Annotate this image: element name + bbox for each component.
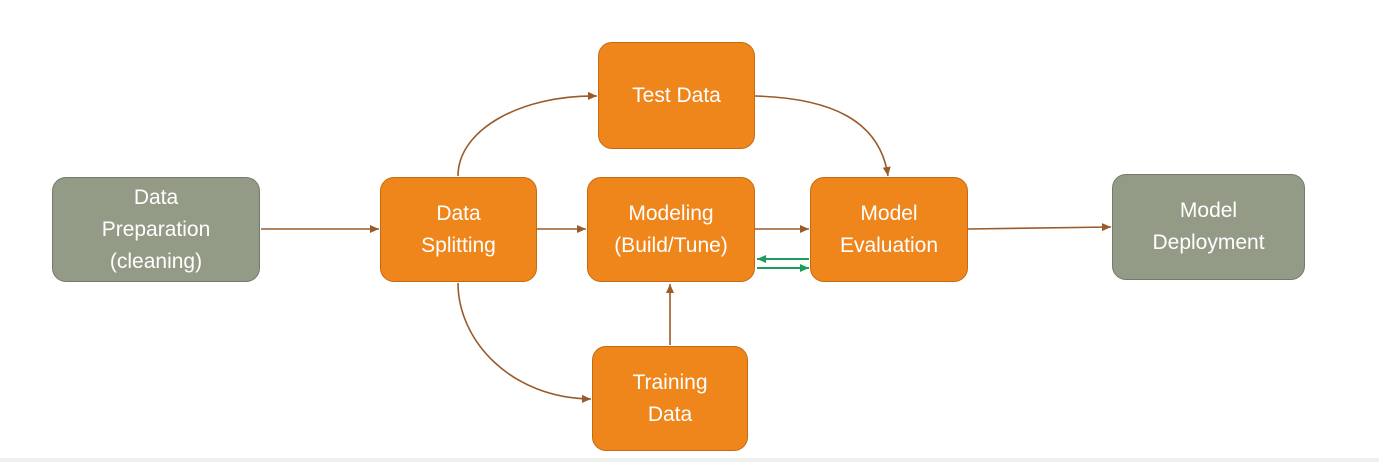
arrow-test-data-to-evaluation [754,95,891,177]
node-label-line: Preparation [101,217,211,241]
node-data-splitting[interactable]: Data Splitting [380,177,537,282]
node-label-line: Modeling [628,201,714,225]
node-model-deployment[interactable]: Model Deployment [1112,174,1305,280]
node-training-data[interactable]: Training Data [592,346,748,451]
node-label-line: Data [133,185,179,209]
node-label-line: Data [436,201,481,225]
node-test-data[interactable]: Test Data [598,42,755,149]
node-label-line: Splitting [421,233,496,257]
node-label-line: (Build/Tune) [614,233,728,257]
node-label-line: Model [860,201,918,225]
node-label-line: Deployment [1152,231,1265,254]
node-label-line: Model [1179,199,1238,222]
node-modeling[interactable]: Modeling (Build/Tune) [587,177,755,282]
node-label-line: Data [647,402,693,426]
node-label-line: Training [632,370,708,394]
node-label-line: Evaluation [839,233,939,257]
node-data-preparation[interactable]: Data Preparation (cleaning) [52,177,260,282]
node-label-line: Test Data [632,83,721,107]
arrow-splitting-to-training-data [457,282,592,403]
arrow-splitting-to-test-data [457,91,598,177]
bottom-edge-strip [0,458,1379,462]
node-model-evaluation[interactable]: Model Evaluation [810,177,968,282]
node-label-line: (cleaning) [109,249,203,273]
arrow-evaluation-to-deployment [967,223,1112,232]
